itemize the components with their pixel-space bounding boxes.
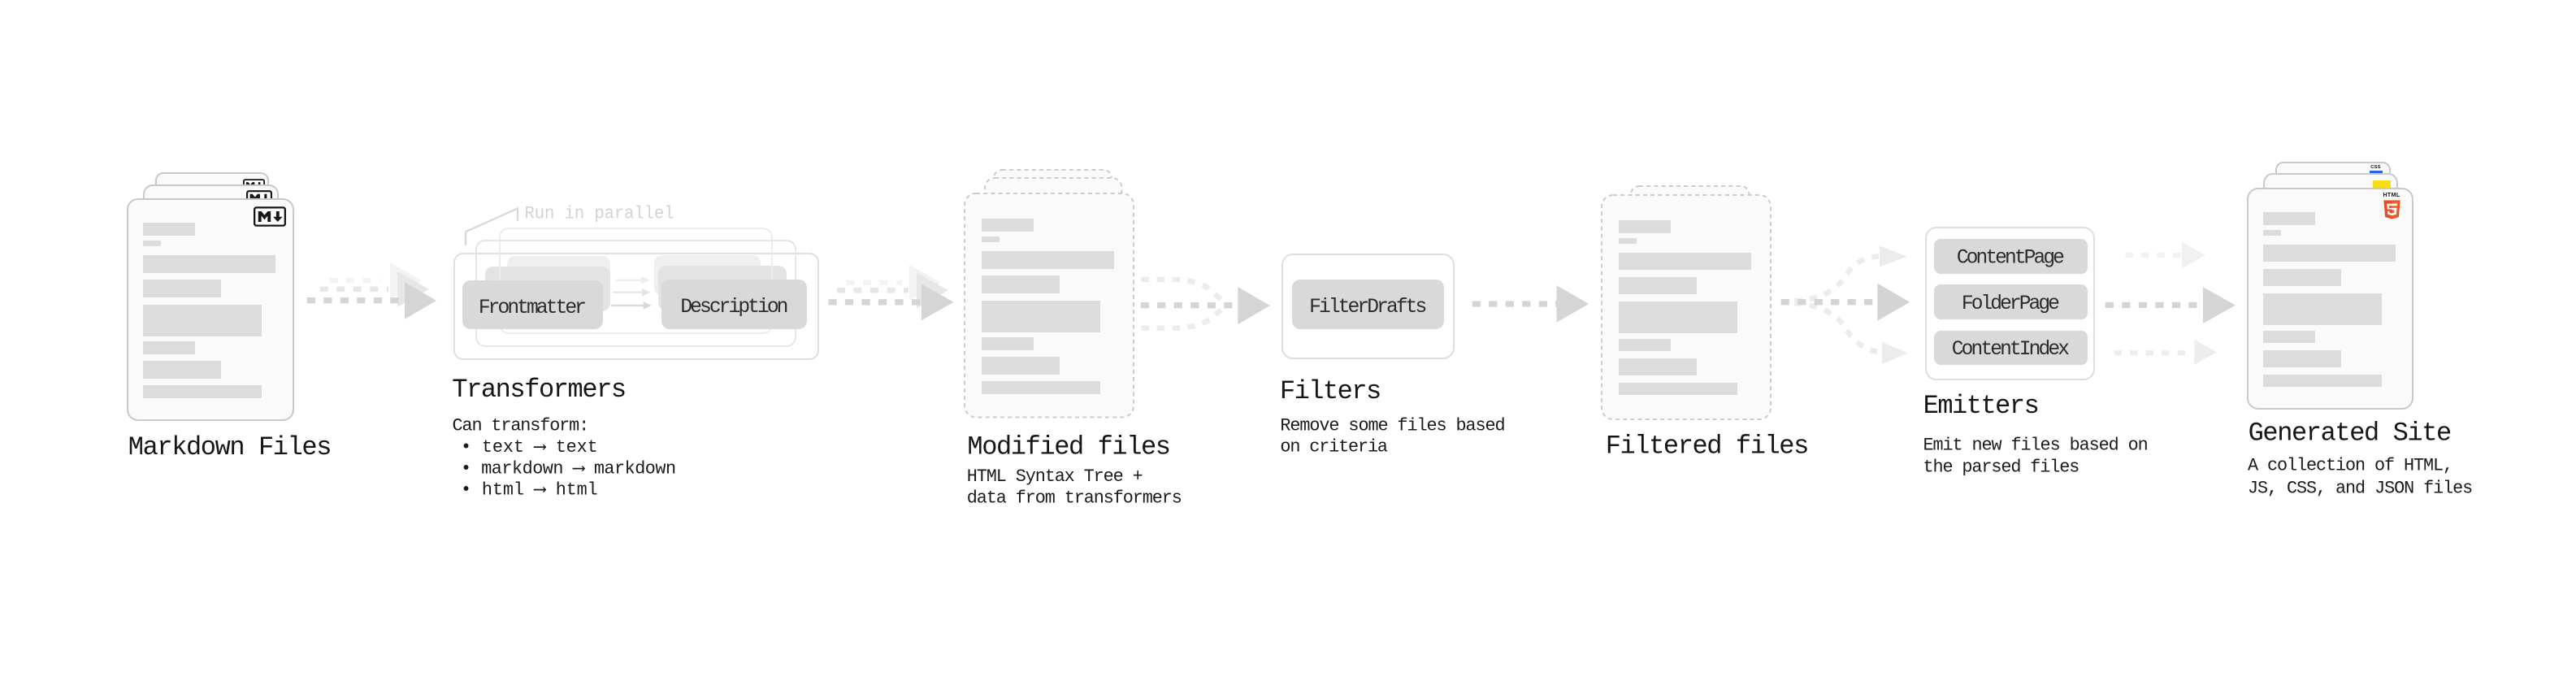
svg-text:HTML Syntax Tree +: HTML Syntax Tree +: [967, 466, 1143, 487]
svg-text:Filters: Filters: [1280, 376, 1381, 406]
svg-text:Remove some files based: Remove some files based: [1280, 415, 1505, 436]
svg-text:ContentIndex: ContentIndex: [1952, 339, 2070, 361]
svg-text:A collection of HTML,: A collection of HTML,: [2248, 456, 2453, 476]
svg-text:Run in parallel: Run in parallel: [525, 204, 674, 224]
svg-text:Frontmatter: Frontmatter: [479, 297, 587, 319]
svg-text:Emitters: Emitters: [1923, 391, 2040, 421]
svg-text:ContentPage: ContentPage: [1957, 248, 2065, 270]
svg-text:Emit new files based on: Emit new files based on: [1923, 435, 2149, 455]
svg-text:Generated Site: Generated Site: [2249, 418, 2452, 448]
svg-text:Modified files: Modified files: [967, 432, 1171, 462]
svg-text:data from transformers: data from transformers: [967, 488, 1182, 508]
svg-text:FolderPage: FolderPage: [1962, 293, 2060, 315]
svg-text:FilterDrafts: FilterDrafts: [1309, 297, 1427, 319]
svg-text:Description: Description: [680, 297, 788, 319]
svg-text:Can transform:: Can transform:: [453, 416, 590, 436]
svg-text:• markdown ⟶ markdown: • markdown ⟶ markdown: [461, 458, 676, 479]
svg-text:the parsed files: the parsed files: [1923, 458, 2080, 478]
svg-text:on criteria: on criteria: [1280, 437, 1388, 458]
svg-text:JS, CSS, and JSON files: JS, CSS, and JSON files: [2248, 478, 2473, 498]
svg-text:Transformers: Transformers: [452, 375, 627, 405]
svg-text:Markdown Files: Markdown Files: [128, 432, 332, 462]
svg-text:Filtered files: Filtered files: [1606, 432, 1810, 462]
svg-text:• text ⟶ text: • text ⟶ text: [461, 437, 598, 458]
svg-text:• html ⟶ html: • html ⟶ html: [461, 480, 598, 501]
